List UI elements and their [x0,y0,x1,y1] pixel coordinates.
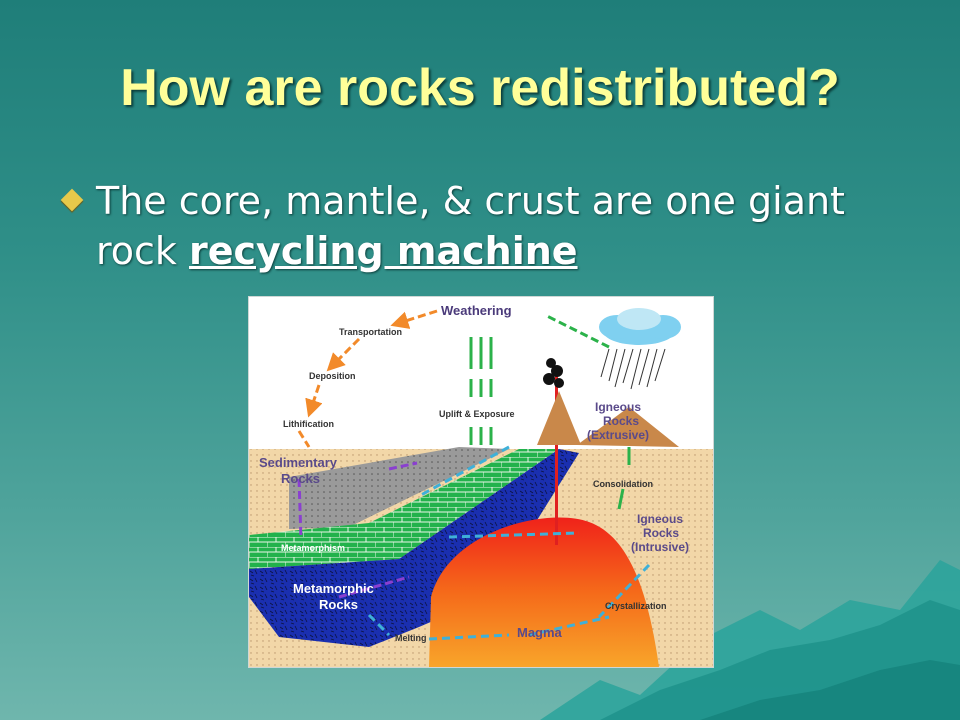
label-igneous-int-line1: Igneous [637,512,683,526]
rain-cloud [599,308,681,345]
label-metamorphic-line2: Rocks [319,597,358,612]
label-lithification: Lithification [283,419,334,429]
metamorphic-layer [249,449,579,647]
label-igneous-ext-line3: (Extrusive) [587,428,649,442]
uplift-arrows [469,313,631,510]
label-metamorphic-rocks: Metamorphic Rocks [293,581,378,612]
diamond-bullet-icon [60,188,84,212]
slide-title: How are rocks redistributed? [120,59,840,117]
label-melting: Melting [395,633,427,643]
eruption-smoke [543,358,564,388]
sediment-wedge [289,447,509,529]
label-igneous-ext-line2: Rocks [603,414,639,428]
rock-cycle-diagram: Weathering Transportation Deposition Lit… [248,296,714,668]
label-deposition: Deposition [309,371,356,381]
metamorphism-arrows [297,461,418,599]
label-igneous-int-line2: Rocks [643,526,679,540]
label-magma: Magma [517,625,563,640]
volcano-conduit [555,375,558,545]
label-sedimentary-line1: Sedimentary [259,455,338,470]
bullet-point: The core, mantle, & crust are one giant … [58,176,918,276]
volcano [537,391,581,445]
label-igneous-int-line3: (Intrusive) [631,540,689,554]
label-metamorphic-line1: Metamorphic [293,581,374,596]
sedimentary-layer [249,449,559,569]
label-sedimentary-line2: Rocks [281,471,320,486]
magma-chamber [429,517,659,667]
label-consolidation: Consolidation [593,479,653,489]
label-crystallization: Crystallization [605,601,667,611]
magma-cycle-arrows [367,445,651,641]
label-igneous-extrusive: Igneous Rocks (Extrusive) [587,400,649,442]
label-igneous-ext-line1: Igneous [595,400,641,414]
rain-streaks [600,348,666,390]
label-metamorphism: Metamorphism [281,543,345,553]
bullet-text-emphasis: recycling machine [189,229,578,273]
bullet-text-main: The core, mantle, & crust are one giant … [96,179,845,273]
bullet-text: The core, mantle, & crust are one giant … [96,176,918,276]
label-weathering: Weathering [441,303,512,318]
label-transportation: Transportation [339,327,402,337]
label-igneous-intrusive: Igneous Rocks (Intrusive) [631,512,689,554]
label-uplift: Uplift & Exposure [439,409,515,419]
sedimentary-cycle-arrows [297,309,438,448]
mountain-peak [577,407,679,447]
label-sedimentary-rocks: Sedimentary Rocks [259,455,341,486]
